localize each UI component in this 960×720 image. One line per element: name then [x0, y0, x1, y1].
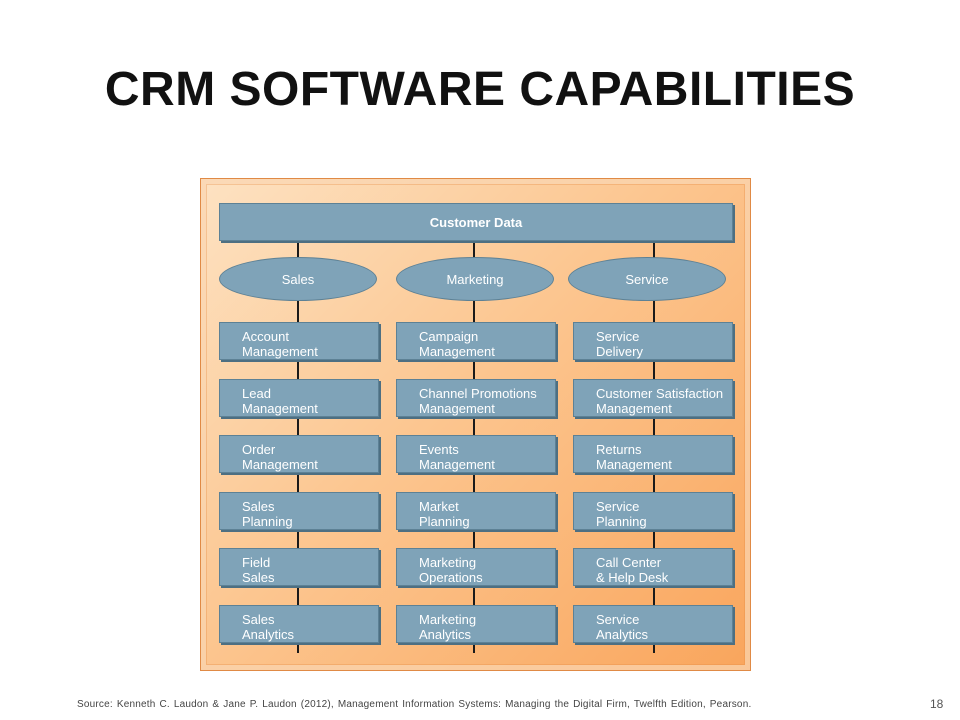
capability-box-sales-2: Lead Management — [219, 379, 379, 417]
marketing-oval: Marketing — [396, 257, 554, 301]
page-number: 18 — [930, 697, 944, 711]
capability-box-service-2: Customer Satisfaction Management — [573, 379, 733, 417]
source-citation: Source: Kenneth C. Laudon & Jane P. Laud… — [77, 699, 752, 710]
capability-box-service-5: Call Center & Help Desk — [573, 548, 733, 586]
service-oval: Service — [568, 257, 726, 301]
crm-diagram: Customer Data Sales Account Management L… — [200, 178, 751, 671]
capability-box-sales-5: Field Sales — [219, 548, 379, 586]
capability-box-sales-6: Sales Analytics — [219, 605, 379, 643]
capability-box-marketing-1: Campaign Management — [396, 322, 556, 360]
capability-box-service-1: Service Delivery — [573, 322, 733, 360]
capability-box-service-3: Returns Management — [573, 435, 733, 473]
customer-data-box: Customer Data — [219, 203, 733, 241]
capability-box-marketing-5: Marketing Operations — [396, 548, 556, 586]
capability-box-sales-1: Account Management — [219, 322, 379, 360]
sales-oval: Sales — [219, 257, 377, 301]
capability-box-marketing-4: Market Planning — [396, 492, 556, 530]
capability-box-service-6: Service Analytics — [573, 605, 733, 643]
capability-box-marketing-6: Marketing Analytics — [396, 605, 556, 643]
slide-title: CRM SOFTWARE CAPABILITIES — [104, 63, 856, 116]
capability-box-marketing-3: Events Management — [396, 435, 556, 473]
capability-box-sales-4: Sales Planning — [219, 492, 379, 530]
capability-box-sales-3: Order Management — [219, 435, 379, 473]
capability-box-service-4: Service Planning — [573, 492, 733, 530]
capability-box-marketing-2: Channel Promotions Management — [396, 379, 556, 417]
